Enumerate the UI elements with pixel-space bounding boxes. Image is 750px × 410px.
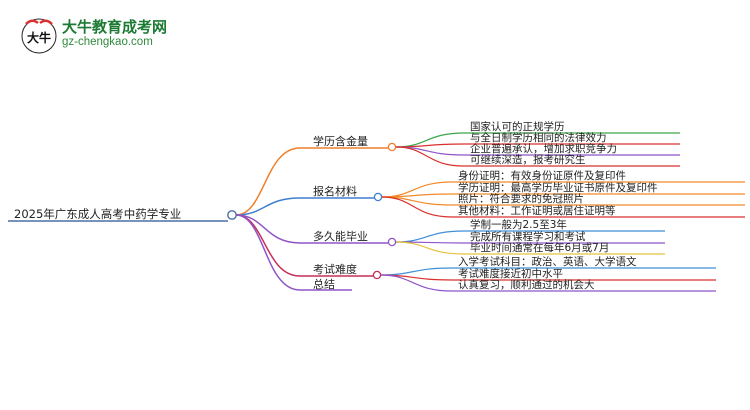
leaf-label: 照片：符合要求的免冠照片	[458, 192, 584, 205]
leaf-label: 国家认可的正规学历	[470, 120, 565, 133]
branch-node[interactable]: 考试难度	[313, 262, 382, 280]
root-branch-link	[235, 214, 301, 291]
branch-connector-dot	[387, 237, 397, 247]
branch-label: 考试难度	[313, 262, 357, 276]
branch-label: 总结	[313, 277, 335, 291]
branch-label: 报名材料	[313, 184, 357, 198]
branch-label: 学历含金量	[313, 134, 368, 148]
branch-node[interactable]: 学历含金量	[313, 134, 397, 152]
brand-url[interactable]: gz-chengkao.com	[62, 36, 153, 48]
branch-leaf-link	[381, 196, 453, 218]
leaf-label: 毕业时间通常在每年6月或7月	[470, 241, 609, 254]
branch-connector-dot	[387, 142, 397, 152]
leaf-label: 身份证明：有效身份证原件及复印件	[458, 169, 626, 182]
leaf-label: 与全日制学历相同的法律效力	[470, 131, 607, 144]
branch-leaf-link	[380, 274, 453, 292]
root-label: 2025年广东成人高考中药学专业	[14, 207, 181, 221]
logo-glyph: 大牛	[27, 30, 51, 45]
leaf-label: 认真复习，顺利通过的机会大	[458, 278, 595, 291]
site-logo[interactable]: 大牛 大牛教育成考网 gz-chengkao.com	[18, 14, 198, 58]
branch-connector-dot	[372, 270, 382, 280]
root-branch-link	[235, 214, 301, 277]
root-branch-link	[235, 214, 301, 244]
bull-logo-icon: 大牛	[21, 18, 57, 54]
root-connector-dot	[227, 210, 237, 220]
root-branch-link	[235, 197, 301, 216]
branch-node[interactable]: 总结	[313, 277, 335, 291]
leaf-label: 入学考试科目：政治、英语、大学语文	[458, 255, 637, 268]
leaf-label: 学制一般为2.5至3年	[470, 218, 567, 231]
brand-title: 大牛教育成考网	[62, 18, 168, 36]
leaf-label: 学历证明：最高学历毕业证书原件及复印件	[458, 181, 658, 194]
branch-leaf-link	[395, 146, 465, 167]
leaf-label: 完成所有课程学习和考试	[470, 230, 586, 243]
branch-leaf-link	[395, 230, 465, 243]
leaf-label: 考试难度接近初中水平	[458, 267, 563, 280]
mindmap-links	[8, 132, 745, 292]
leaf-label: 可继续深造，报考研究生	[470, 153, 586, 166]
branch-leaf-link	[381, 193, 453, 198]
branch-leaf-link	[380, 267, 453, 276]
root-node[interactable]: 2025年广东成人高考中药学专业	[14, 207, 237, 221]
leaf-label: 其他材料：工作证明或居住证明等	[458, 204, 616, 217]
leaf-label: 企业普遍承认，增加求职竞争力	[470, 142, 617, 155]
branch-connector-dot	[373, 192, 383, 202]
branch-leaf-link	[395, 143, 465, 148]
branch-node[interactable]: 多久能毕业	[313, 229, 397, 247]
root-branch-link	[235, 147, 301, 216]
branch-node[interactable]: 报名材料	[313, 184, 383, 202]
branch-leaf-link	[395, 241, 465, 255]
branch-label: 多久能毕业	[313, 229, 368, 243]
